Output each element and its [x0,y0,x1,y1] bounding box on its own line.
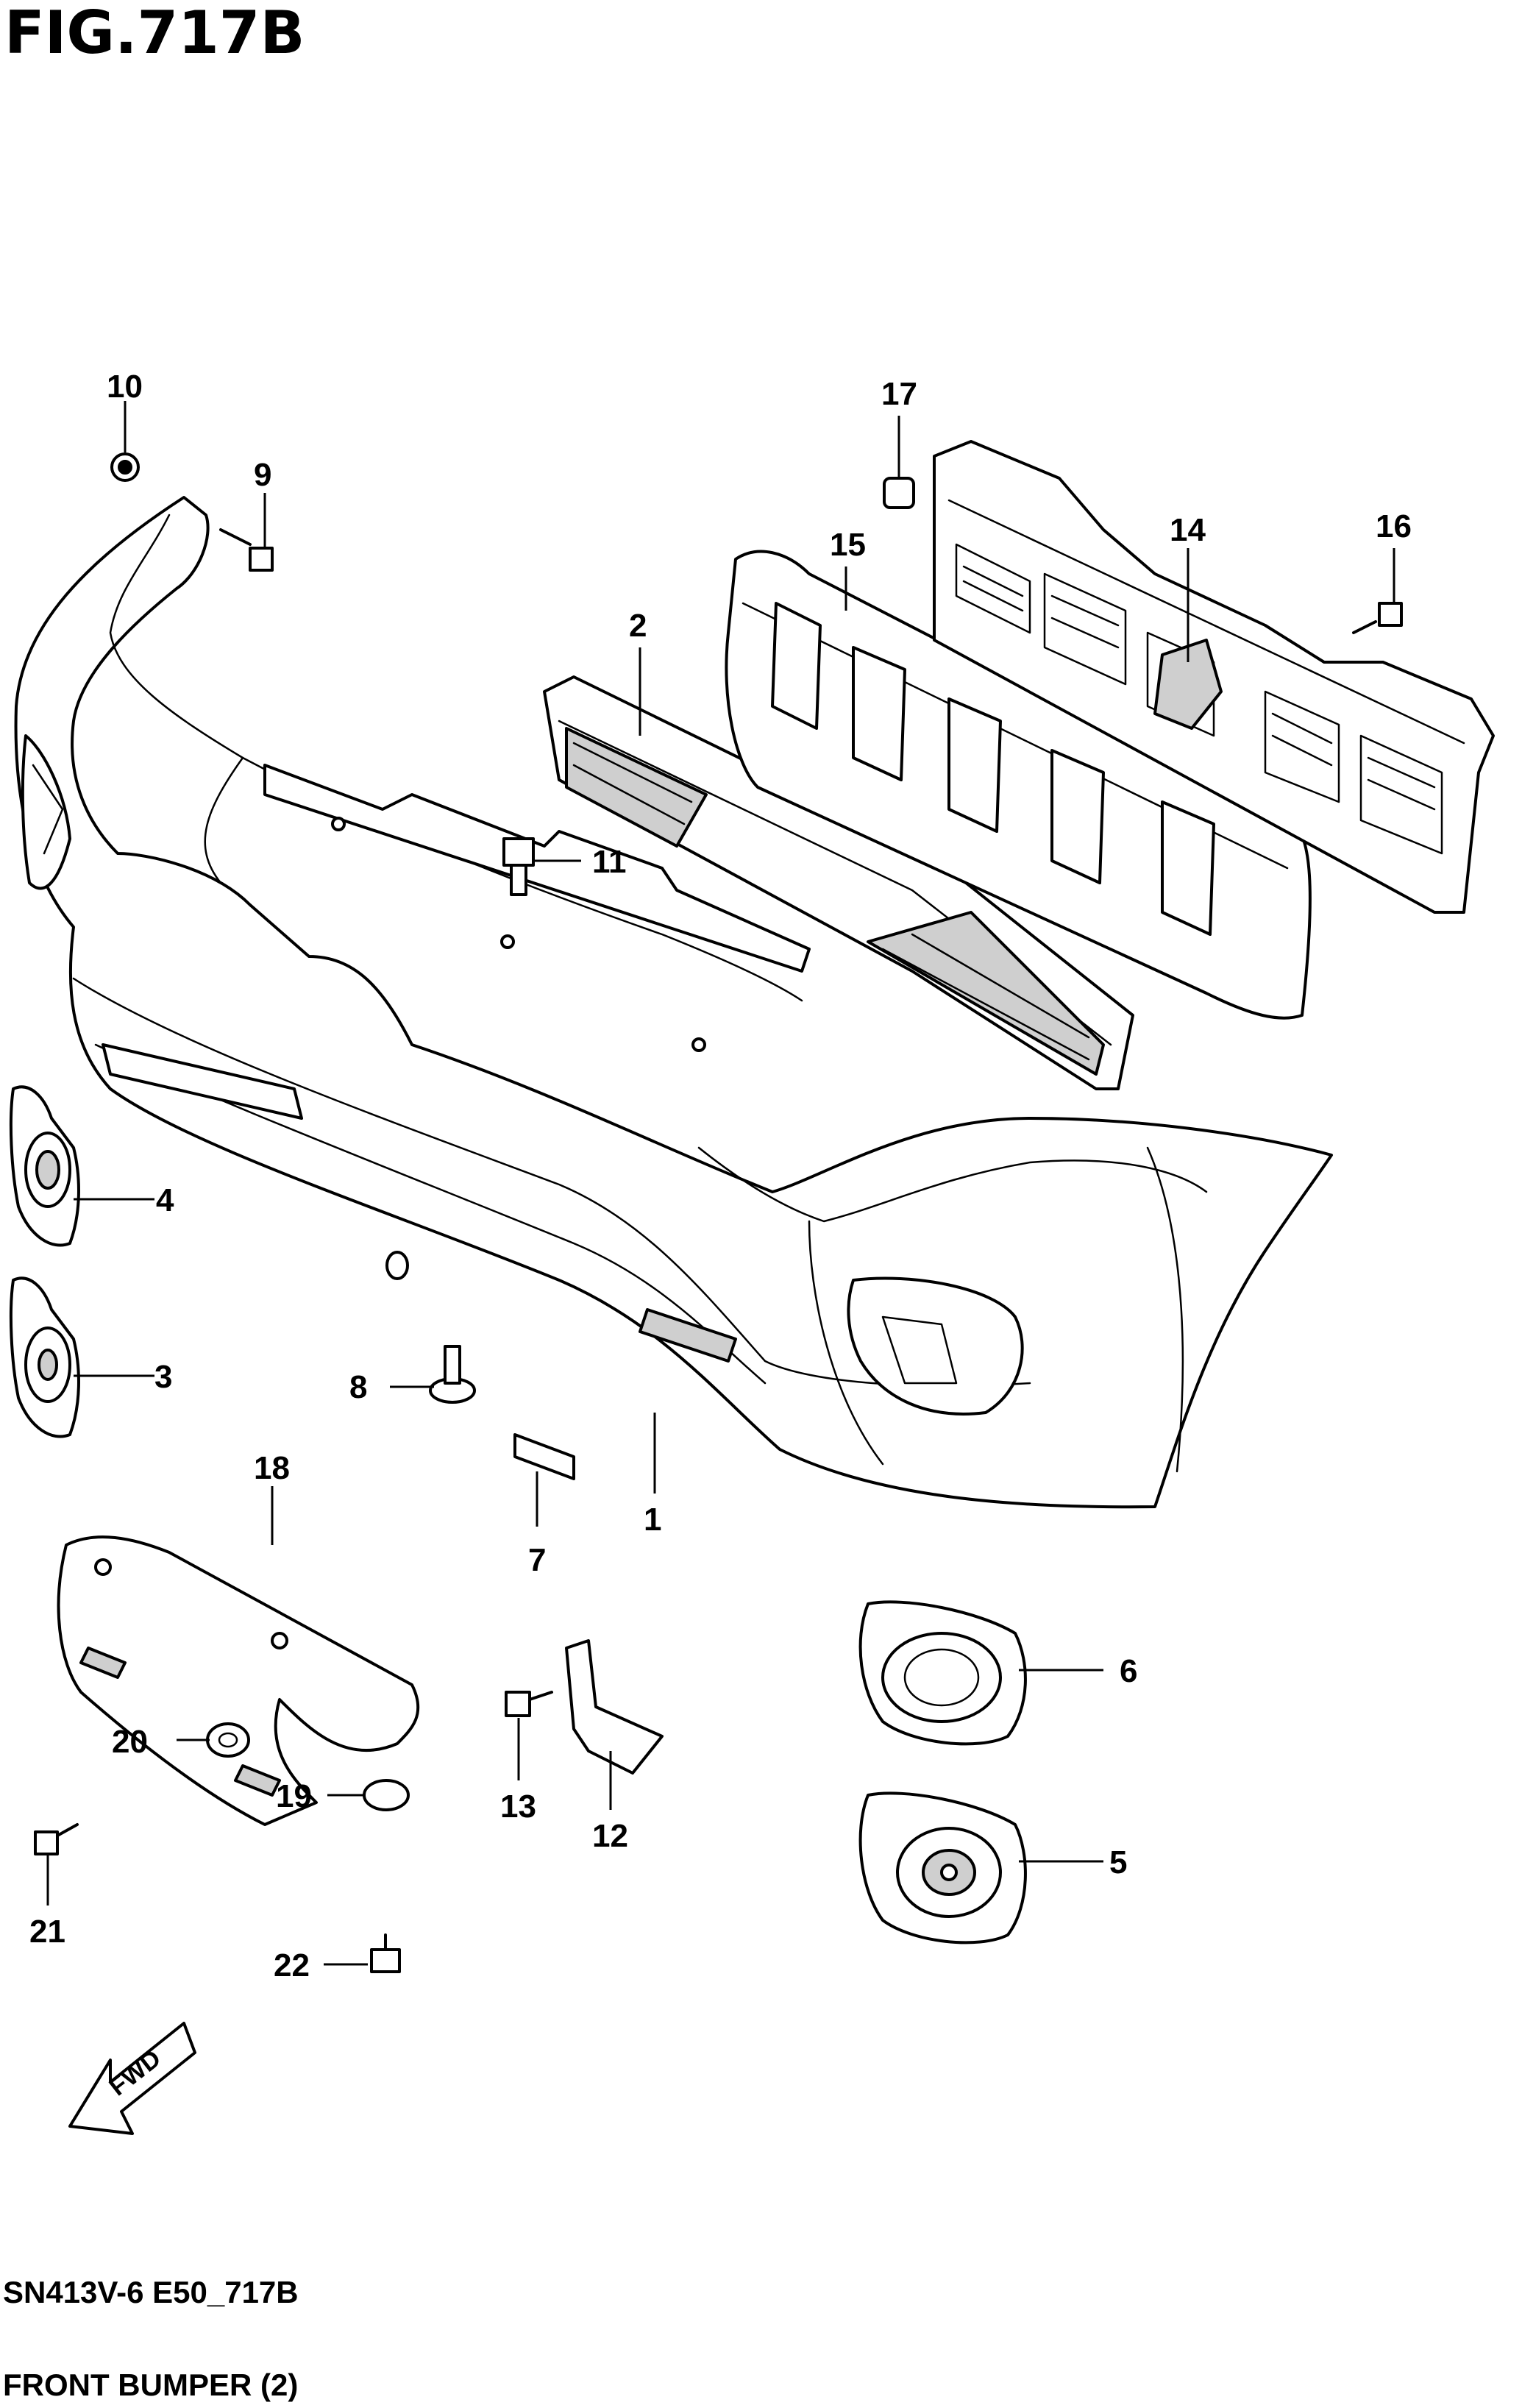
callout-18: 18 [254,1450,290,1486]
nut-10 [110,452,140,482]
callout-17: 17 [881,376,917,412]
callout-11: 11 [592,844,627,880]
clip-8 [429,1345,476,1404]
callout-15: 15 [830,527,866,563]
front-bumper-cover [14,496,1333,1509]
nut-17 [883,477,915,509]
fog-lamp-cover-left [9,1085,80,1247]
grille-garnish [725,550,1312,1020]
bolt-9 [219,528,274,572]
fog-lamp-cover-right [858,1600,1027,1746]
under-cover [57,1535,420,1826]
nut-19 [363,1779,410,1811]
callout-8: 8 [349,1369,367,1405]
callout-9: 9 [254,457,271,493]
leader-lines [46,401,1395,1966]
callout-16: 16 [1376,508,1412,544]
callout-10: 10 [107,369,143,405]
callout-19: 19 [276,1778,312,1814]
callout-6: 6 [1120,1653,1137,1689]
callout-5: 5 [1109,1844,1127,1880]
forward-arrow: FWD [68,2022,196,2135]
radiator-grille [933,440,1495,914]
bolt-13 [505,1691,553,1717]
callout-22: 22 [274,1947,310,1983]
fog-lamp-left [9,1276,80,1438]
bracket-12 [565,1639,664,1775]
plate-7 [513,1433,575,1480]
screw-21 [34,1823,79,1855]
callout-14: 14 [1170,512,1206,548]
lower-grille [543,675,1134,1090]
callout-2: 2 [629,608,647,644]
figure-title: FIG.717B [4,0,305,67]
callout-21: 21 [29,1914,65,1950]
callout-4: 4 [156,1182,174,1218]
callout-1: 1 [644,1502,661,1538]
figure-code: SN413V-6 E50_717B [3,2275,299,2309]
callout-7: 7 [528,1542,546,1578]
screw-16 [1352,602,1403,634]
fog-lamp-right [858,1791,1027,1944]
callout-12: 12 [592,1818,628,1854]
callout-labels: 1 2 3 4 5 6 7 8 9 10 11 12 13 14 15 16 1… [29,369,1412,1983]
clip-11 [502,837,535,896]
callout-20: 20 [112,1724,148,1760]
callout-13: 13 [500,1789,536,1825]
figure-caption: FRONT BUMPER (2) [3,2368,298,2402]
grommet-20 [206,1722,250,1758]
clip-22 [370,1933,401,1973]
callout-3: 3 [154,1359,172,1395]
